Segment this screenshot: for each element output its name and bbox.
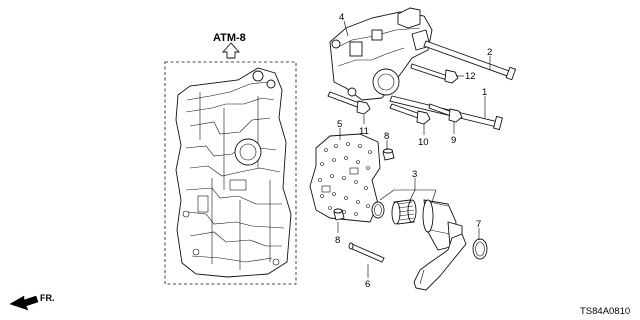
pin-part-6[interactable] xyxy=(348,242,385,263)
diagram-code: TS84A0810 xyxy=(580,306,630,317)
o-ring-part-7[interactable] xyxy=(472,238,488,260)
main-valve-body xyxy=(175,67,292,278)
front-direction-arrow-icon xyxy=(9,295,39,311)
callout-8-upper[interactable]: 8 xyxy=(384,131,389,142)
callout-12[interactable]: 12 xyxy=(465,71,476,82)
valve-body-assembly-part-4[interactable] xyxy=(329,7,433,101)
separator-plate-part-5[interactable] xyxy=(309,133,381,223)
callout-5[interactable]: 5 xyxy=(337,119,342,130)
callout-4[interactable]: 4 xyxy=(339,12,344,23)
callout-2[interactable]: 2 xyxy=(487,47,492,58)
front-direction-label: FR. xyxy=(40,293,55,303)
callout-3[interactable]: 3 xyxy=(412,169,417,180)
reference-dashed-box xyxy=(164,61,297,285)
bolt-part-9[interactable] xyxy=(428,103,463,123)
callout-10[interactable]: 10 xyxy=(418,137,429,148)
bolt-part-11[interactable] xyxy=(327,91,371,115)
dowel-pin-part-8-upper[interactable] xyxy=(382,148,395,161)
callout-1[interactable]: 1 xyxy=(482,87,487,98)
bolt-part-10[interactable] xyxy=(389,103,431,125)
reference-arrow-up-icon xyxy=(221,42,241,59)
callout-7[interactable]: 7 xyxy=(476,219,481,230)
bolt-part-12[interactable] xyxy=(410,63,459,84)
o-ring-part-3[interactable] xyxy=(371,201,385,219)
shaft-part-3[interactable] xyxy=(422,199,463,251)
reference-label-atm-8[interactable]: ATM-8 xyxy=(213,32,246,44)
leader-lines xyxy=(337,20,491,278)
callout-9[interactable]: 9 xyxy=(451,135,456,146)
callout-8-lower[interactable]: 8 xyxy=(335,235,340,246)
dowel-pin-part-8-lower[interactable] xyxy=(333,208,345,221)
callout-11[interactable]: 11 xyxy=(359,126,369,137)
needle-bearing-part-3[interactable] xyxy=(391,199,417,225)
shift-lever xyxy=(413,233,467,291)
callout-6[interactable]: 6 xyxy=(365,279,370,290)
